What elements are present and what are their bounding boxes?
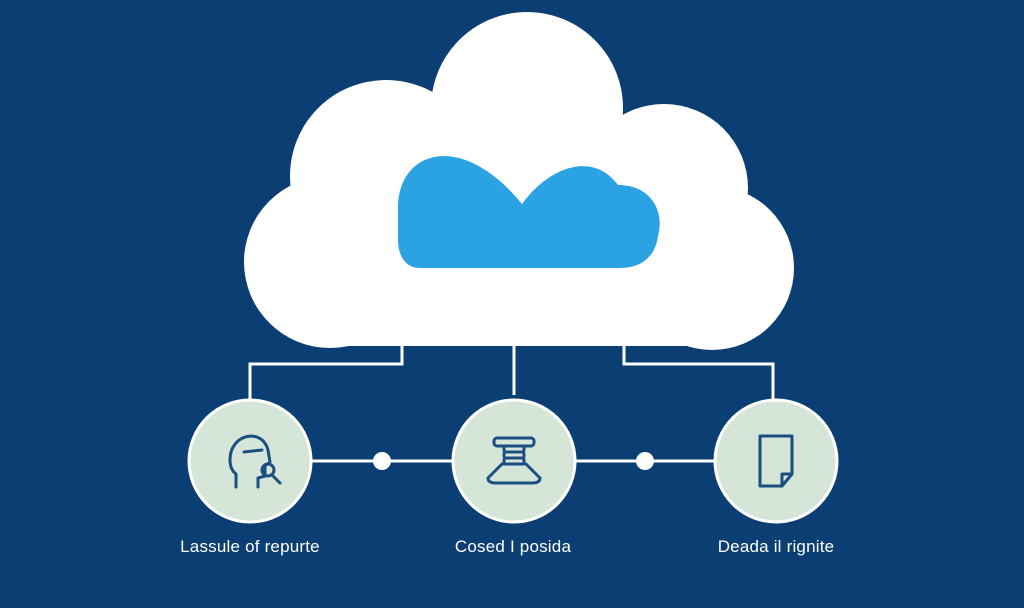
document-icon xyxy=(758,434,794,488)
link-dot-right xyxy=(636,452,654,470)
link-dot-left xyxy=(373,452,391,470)
inner-cloud-icon xyxy=(398,156,660,268)
node-left xyxy=(187,398,313,524)
main-cloud xyxy=(244,12,794,350)
node-right xyxy=(713,398,839,524)
connector-right xyxy=(622,345,775,422)
node-center xyxy=(451,398,577,524)
connector-left xyxy=(248,345,404,422)
user-search-icon xyxy=(228,434,282,489)
node-links xyxy=(312,452,714,470)
node-label-right: Deada il rignite xyxy=(717,537,835,556)
cloud-connectors xyxy=(248,345,775,422)
server-icon xyxy=(486,436,542,485)
node-label-left: Lassule of repurte xyxy=(180,537,320,556)
node-label-center: Cosed I posida xyxy=(454,537,572,556)
